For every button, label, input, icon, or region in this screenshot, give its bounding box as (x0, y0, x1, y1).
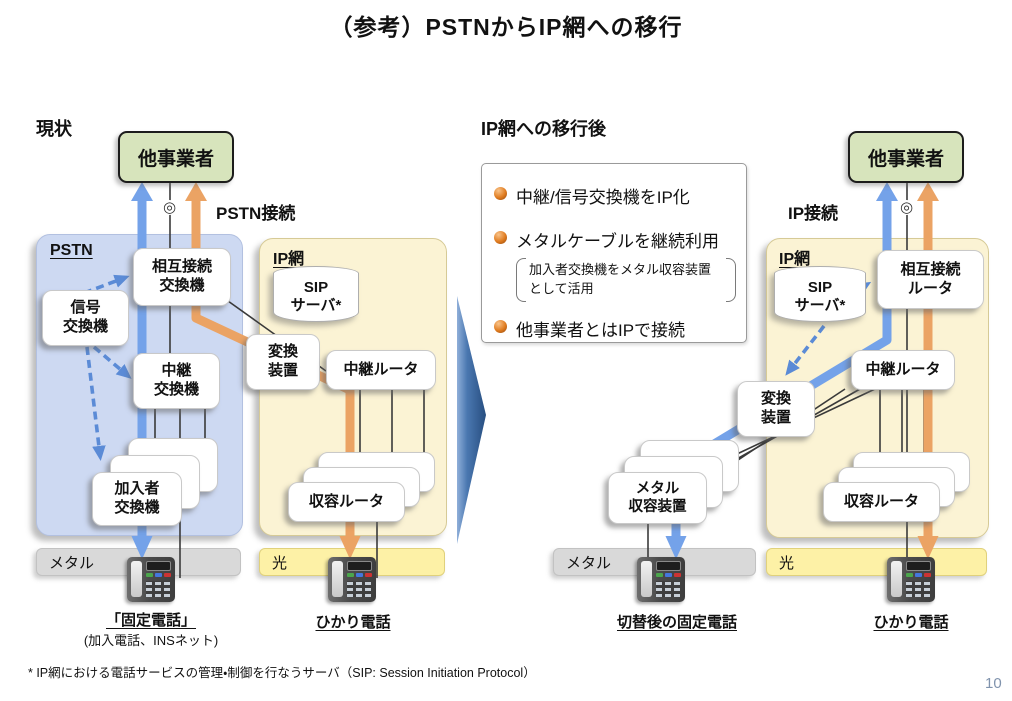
fixed-phone-label: 「固定電話」 (105, 612, 197, 629)
ip-connection-label: IP接続 (788, 204, 839, 223)
node-signal-switch: 信号 交換機 (42, 290, 129, 346)
node-subscriber-switch: 加入者 交換機 (92, 472, 182, 526)
node-transit-router-after: 中継ルータ (851, 350, 955, 390)
node-converter-current: 変換 装置 (246, 334, 320, 390)
node-sip-server-after: SIP サーバ* (774, 266, 866, 322)
fixed-phone-sublabel: (加入電話、INSネット) (83, 633, 219, 648)
switched-phone-label: 切替後の固定電話 (616, 614, 738, 631)
note-text: 他事業者とはIPで接続 (516, 320, 686, 340)
orange-arrowhead-up-after (917, 182, 939, 201)
bullet-icon (494, 231, 507, 244)
page-title: （参考）PSTNからIP網への移行 (329, 14, 683, 40)
metal-bar-label: メタル (49, 554, 95, 572)
other-carrier-box-current: 他事業者 (118, 131, 234, 183)
node-transit-switch: 中継 交換機 (133, 353, 220, 409)
footnote: * IP網における電話サービスの管理・制御を行なうサーバ（SIP: Sessio… (28, 666, 536, 680)
other-carrier-box-after: 他事業者 (848, 131, 964, 183)
note-text: メタルケーブルを継続利用 (516, 232, 719, 251)
fiber-bar-label: 光 (272, 554, 288, 572)
migration-notes-panel: 中継/信号交換機をIP化 メタルケーブルを継続利用 加入者交換機をメタル収容装置… (481, 163, 747, 343)
node-interconnect-switch: 相互接続 交換機 (133, 248, 231, 306)
metal-bar-label: メタル (566, 554, 612, 572)
sip-server-label: SIP サーバ* (794, 278, 846, 314)
blue-arrowhead-up-current (131, 182, 153, 201)
node-transit-router-current: 中継ルータ (326, 350, 436, 390)
interconnect-point-icon-after: ◎ (900, 199, 914, 216)
interconnect-point-icon-current: ◎ (163, 199, 177, 216)
note-row: メタルケーブルを継続利用 (494, 227, 736, 252)
heading-current: 現状 (36, 119, 72, 139)
node-sip-server-current: SIP サーバ* (273, 266, 359, 322)
hikari-phone-label-current: ひかり電話 (315, 614, 391, 631)
note-row: 他事業者とはIPで接続 (494, 316, 736, 341)
hikari-phone-icon-current (328, 557, 376, 602)
node-metal-terminal: メタル 収容装置 (608, 472, 707, 524)
node-interconnect-router: 相互接続 ルータ (877, 250, 984, 309)
hikari-phone-icon-after (887, 557, 935, 602)
note-bracket: 加入者交換機をメタル収容装置 として活用 (516, 258, 736, 302)
page-number: 10 (985, 675, 1002, 692)
pstn-region-label: PSTN (50, 242, 93, 259)
fixed-phone-icon-current (127, 557, 175, 602)
blue-arrowhead-up-after (876, 182, 898, 201)
heading-after: IP網への移行後 (481, 119, 607, 139)
bullet-icon (494, 187, 507, 200)
note-text: 中継/信号交換機をIP化 (516, 188, 690, 207)
node-access-router-current: 収容ルータ (288, 482, 405, 522)
orange-arrowhead-up-current (185, 182, 207, 201)
bullet-icon (494, 319, 507, 333)
fiber-bar-label: 光 (779, 554, 795, 572)
sip-server-label: SIP サーバ* (290, 278, 342, 314)
node-access-router-after: 収容ルータ (823, 482, 940, 522)
node-converter-after: 変換 装置 (737, 381, 815, 437)
switched-fixed-phone-icon (637, 557, 685, 602)
fiber-bar-after: 光 (766, 548, 987, 576)
note-row: 中継/信号交換機をIP化 (494, 183, 736, 208)
pstn-connection-label: PSTN接続 (216, 204, 296, 223)
hikari-phone-label-after: ひかり電話 (873, 614, 949, 631)
